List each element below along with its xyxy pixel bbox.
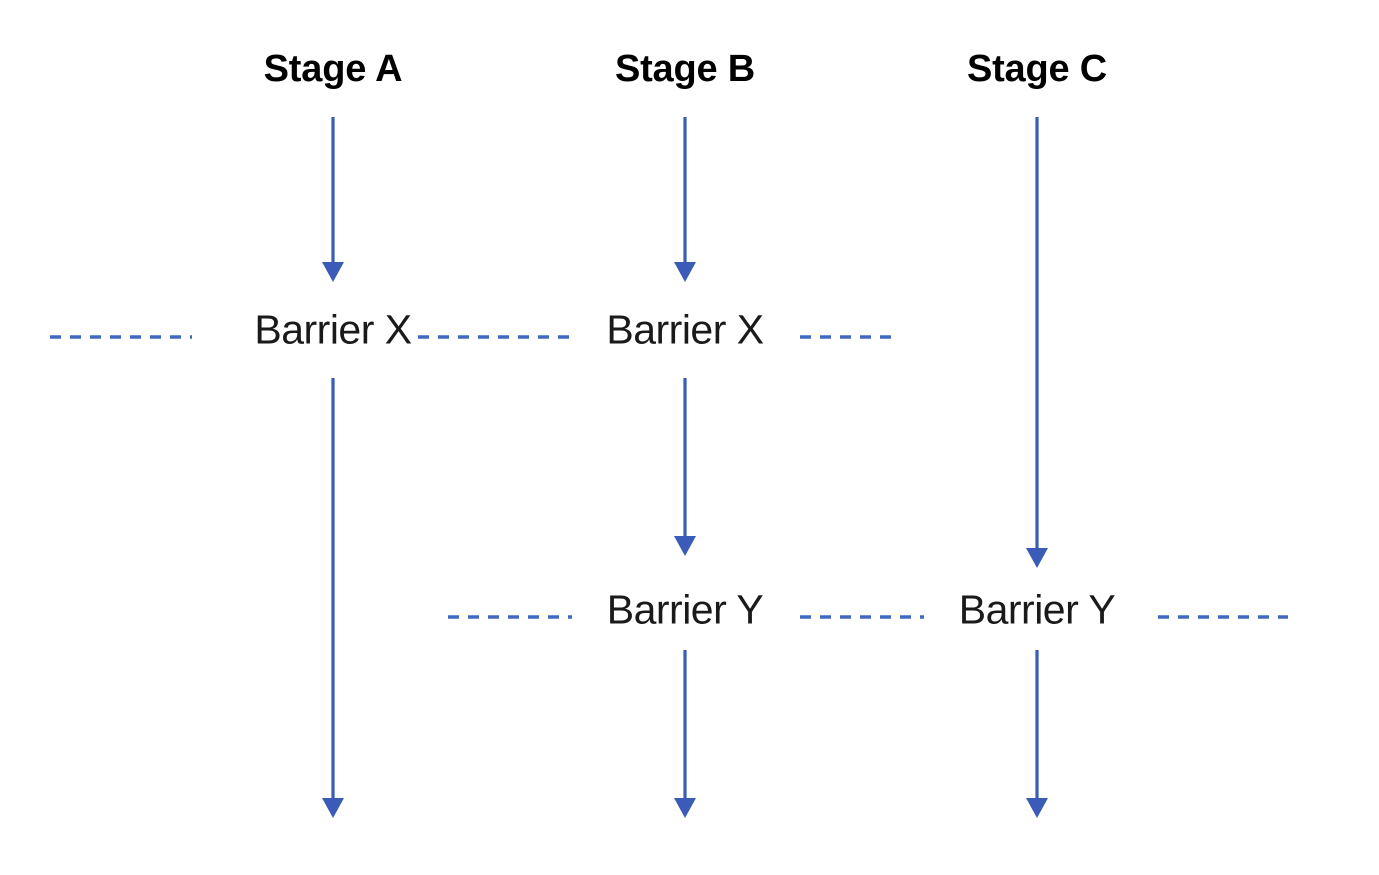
dashed-connector-barrier-y-right	[1158, 607, 1288, 619]
arrow-stage-c-to-barrier-y	[1026, 117, 1048, 568]
arrow-barrier-y-b-to-output	[674, 650, 696, 818]
arrow-barrier-x-b-to-barrier-y	[674, 378, 696, 556]
dashed-connector-barrier-x-left	[50, 327, 192, 339]
barrier-node-x-b: Barrier X	[600, 309, 770, 351]
dashed-connector-barrier-x-middle	[418, 327, 572, 339]
dashed-connector-barrier-y-middle	[800, 607, 924, 619]
dashed-connector-barrier-y-left	[448, 607, 572, 619]
arrow-stage-b-to-barrier-x	[674, 117, 696, 282]
dashed-connector-barrier-x-right	[800, 327, 892, 339]
barrier-node-x-a: Barrier X	[248, 309, 418, 351]
barrier-node-y-c: Barrier Y	[952, 589, 1122, 631]
stage-label-a: Stage A	[263, 48, 403, 90]
arrow-barrier-y-c-to-output	[1026, 650, 1048, 818]
arrow-stage-a-to-barrier-x	[322, 117, 344, 282]
barrier-node-y-b: Barrier Y	[600, 589, 770, 631]
stage-label-b: Stage B	[614, 48, 756, 90]
stage-label-c: Stage C	[966, 48, 1108, 90]
arrow-barrier-x-a-to-output	[322, 378, 344, 818]
